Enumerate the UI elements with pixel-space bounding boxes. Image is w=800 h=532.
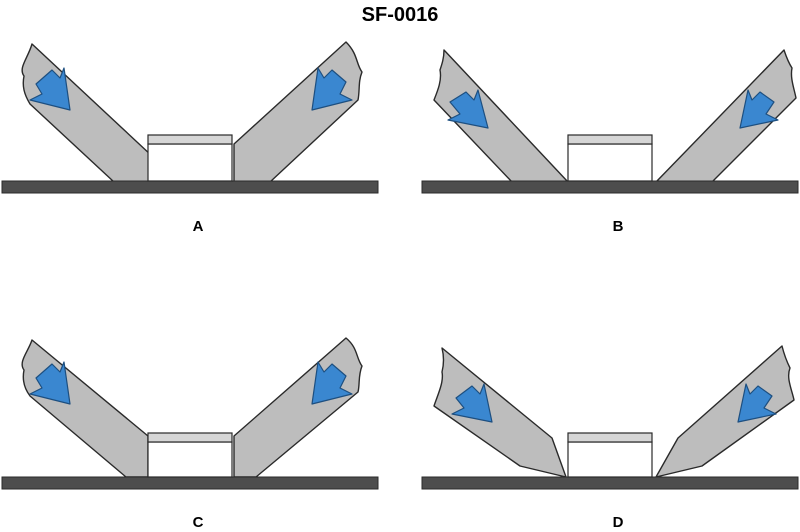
cover-strip <box>567 432 653 443</box>
cover-strip <box>147 432 233 443</box>
panel-label: C <box>193 514 204 531</box>
center-block <box>567 441 653 478</box>
panel-b: B <box>421 49 799 235</box>
panel-d: D <box>421 345 799 531</box>
panel-label: B <box>613 218 624 235</box>
right-member <box>233 41 363 183</box>
arrow-left <box>29 361 71 405</box>
right-member <box>655 49 797 183</box>
arrow-left <box>451 383 493 423</box>
arrow-left <box>29 67 71 111</box>
panel-label: A <box>193 218 204 235</box>
cover-strip <box>147 134 233 145</box>
arrow-right <box>739 89 779 129</box>
panel-a: A <box>1 41 379 235</box>
base-plate <box>1 180 379 194</box>
center-block <box>147 143 233 182</box>
arrow-right <box>311 361 353 405</box>
arrow-right <box>311 67 353 111</box>
cover-strip <box>567 134 653 145</box>
center-block <box>147 441 233 478</box>
left-member <box>433 49 569 183</box>
left-member <box>433 347 567 478</box>
base-plate <box>1 476 379 490</box>
arrow-right <box>737 383 777 423</box>
panel-c: C <box>1 337 379 531</box>
diagram-title: SF-0016 <box>361 4 439 26</box>
right-member <box>233 337 363 478</box>
base-plate <box>421 180 799 194</box>
panel-label: D <box>613 514 624 531</box>
right-member <box>655 345 795 478</box>
arrow-left <box>447 89 489 129</box>
left-member <box>21 43 153 183</box>
left-member <box>21 339 149 478</box>
center-block <box>567 143 653 182</box>
base-plate <box>421 476 799 490</box>
